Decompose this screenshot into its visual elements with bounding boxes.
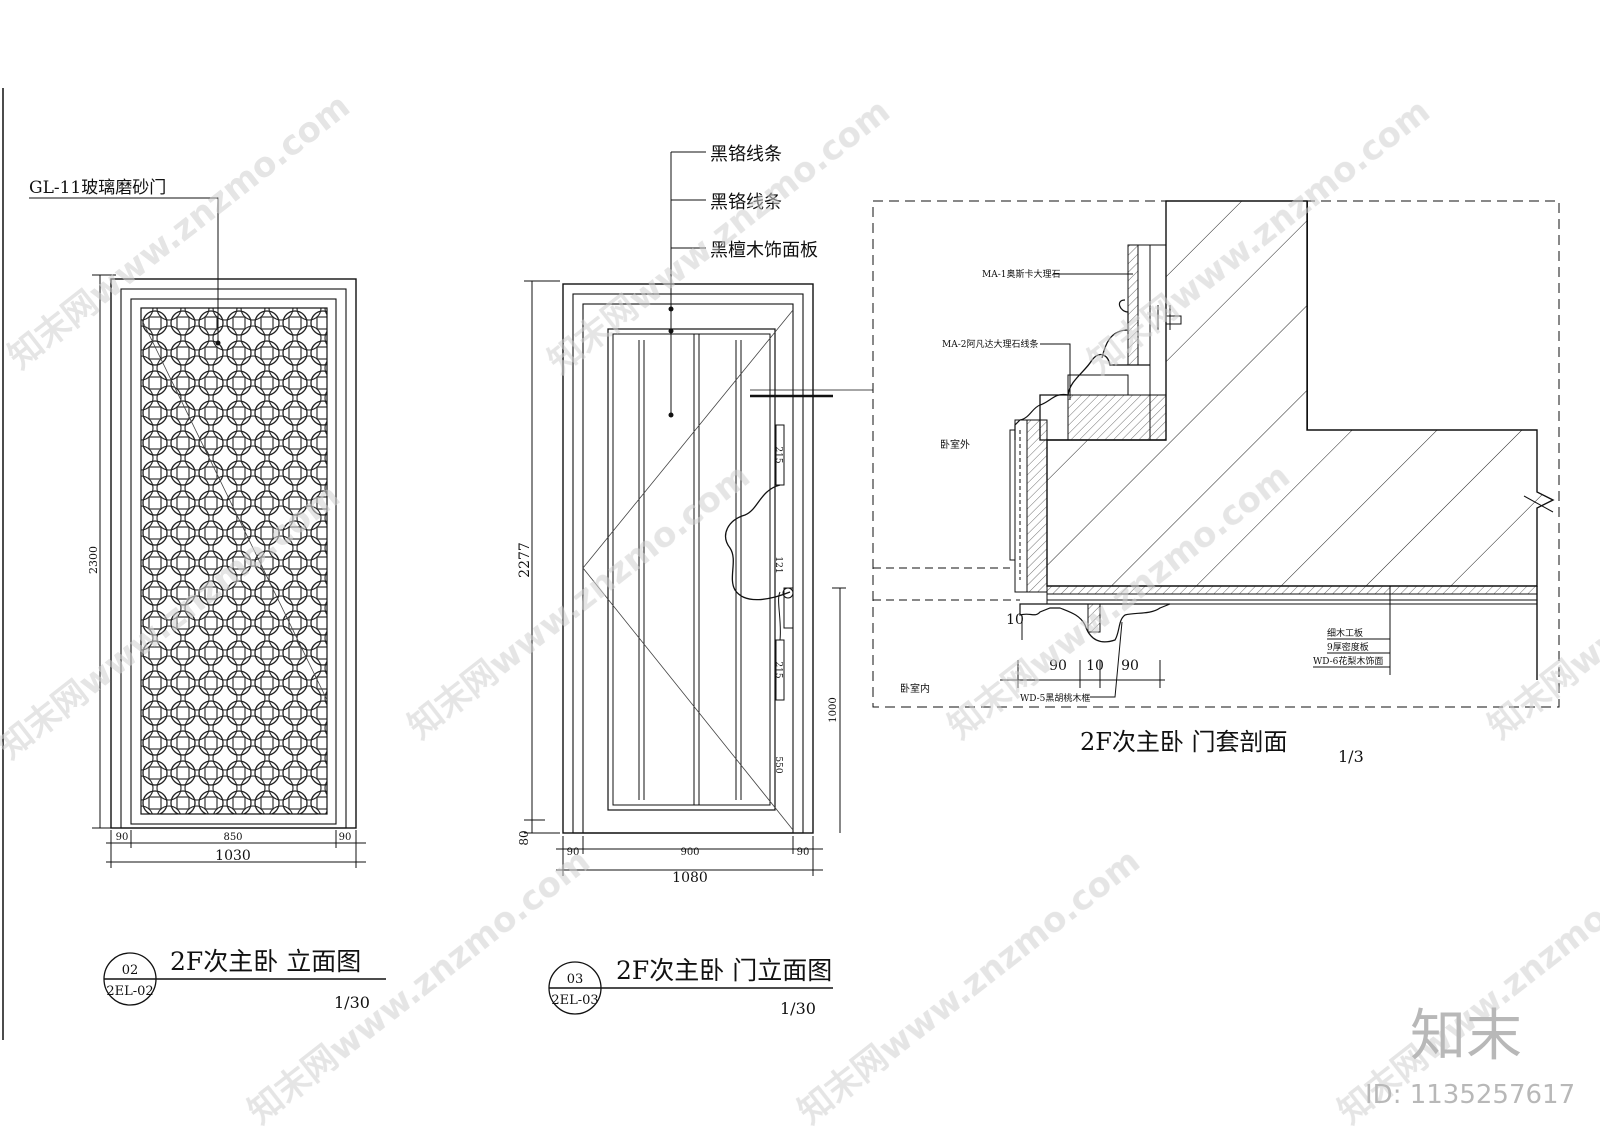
- title-section: 2F次主卧 门套剖面: [1080, 728, 1288, 756]
- dim-section-90-c: 90: [1121, 658, 1139, 674]
- callout-chrome-1: 黑铬线条: [710, 144, 782, 165]
- dim-handle-2: 121: [773, 556, 783, 573]
- scale-03: 1/30: [780, 999, 816, 1018]
- dim-left-03: 90: [567, 847, 580, 858]
- dim-height-02: 2300: [87, 546, 100, 574]
- label-inside: 卧室内: [900, 682, 930, 695]
- dim-section-90-a: 90: [1049, 658, 1067, 674]
- watermark-text: 知末网www.znzmo.com: [401, 456, 758, 747]
- watermark-text: 知末网www.znzmo.com: [541, 91, 898, 382]
- door-frame-section: MA-1奥斯卡大理石 MA-2阿凡达大理石线条 卧室外 卧室内 WD-5黑胡桃木…: [872, 200, 1560, 766]
- label-ma1: MA-1奥斯卡大理石: [982, 268, 1060, 280]
- ref-top-02: 02: [122, 963, 139, 978]
- callout-glass-door: GL-11玻璃磨砂门: [29, 178, 166, 198]
- dim-total-02: 1030: [215, 848, 251, 864]
- callout-ebony-panel: 黑檀木饰面板: [710, 240, 818, 261]
- dim-section-10-b: 10: [1086, 658, 1104, 674]
- dim-handle-4: 550: [773, 756, 783, 773]
- dim-mid-03: 900: [680, 847, 699, 858]
- brand-logo: 知末: [1410, 1004, 1522, 1069]
- ref-bottom-03: 2EL-03: [551, 993, 598, 1008]
- dim-section-10-vertical: 10: [1006, 612, 1024, 628]
- label-layer3: WD-6花梨木饰面: [1313, 655, 1383, 667]
- dim-right-02: 90: [339, 832, 352, 843]
- dim-handle-height: 1000: [828, 697, 839, 722]
- label-outside: 卧室外: [940, 438, 970, 451]
- image-id: ID: 1135257617: [1365, 1080, 1575, 1110]
- dim-handle-1: 215: [773, 446, 783, 463]
- title-03: 2F次主卧 门立面图: [616, 956, 832, 985]
- callout-chrome-2: 黑铬线条: [710, 192, 782, 213]
- label-wd5: WD-5黑胡桃木框: [1020, 692, 1090, 704]
- dim-base-03: 80: [517, 830, 531, 845]
- watermark-text: 知末网www.znzmo.com: [241, 841, 598, 1131]
- dim-left-02: 90: [116, 832, 129, 843]
- label-layer1: 细木工板: [1327, 627, 1363, 639]
- scale-section: 1/3: [1338, 747, 1364, 766]
- dim-handle-3: 215: [773, 661, 783, 678]
- label-layer2: 9厚密度板: [1327, 641, 1369, 653]
- dim-total-03: 1080: [672, 870, 708, 886]
- dim-mid-02: 850: [223, 832, 242, 843]
- ref-top-03: 03: [567, 972, 584, 987]
- watermark-text: 知末网www.znzmo.com: [791, 841, 1148, 1131]
- ref-bottom-02: 2EL-02: [106, 984, 153, 999]
- scale-02: 1/30: [334, 993, 370, 1012]
- title-02: 2F次主卧 立面图: [170, 947, 361, 976]
- label-ma2: MA-2阿凡达大理石线条: [942, 338, 1038, 350]
- elevation-03: 215 121 215 550 1000 黑铬线条 黑铬线条 黑檀木饰面板 22…: [517, 144, 846, 1018]
- elevation-02: GL-11玻璃磨砂门 2300 90 850 90 1030 02 2EL-02…: [29, 178, 386, 1012]
- frosted-glass-lattice: [140, 307, 328, 815]
- dim-height-03: 2277: [517, 542, 533, 578]
- dim-right-03: 90: [797, 847, 810, 858]
